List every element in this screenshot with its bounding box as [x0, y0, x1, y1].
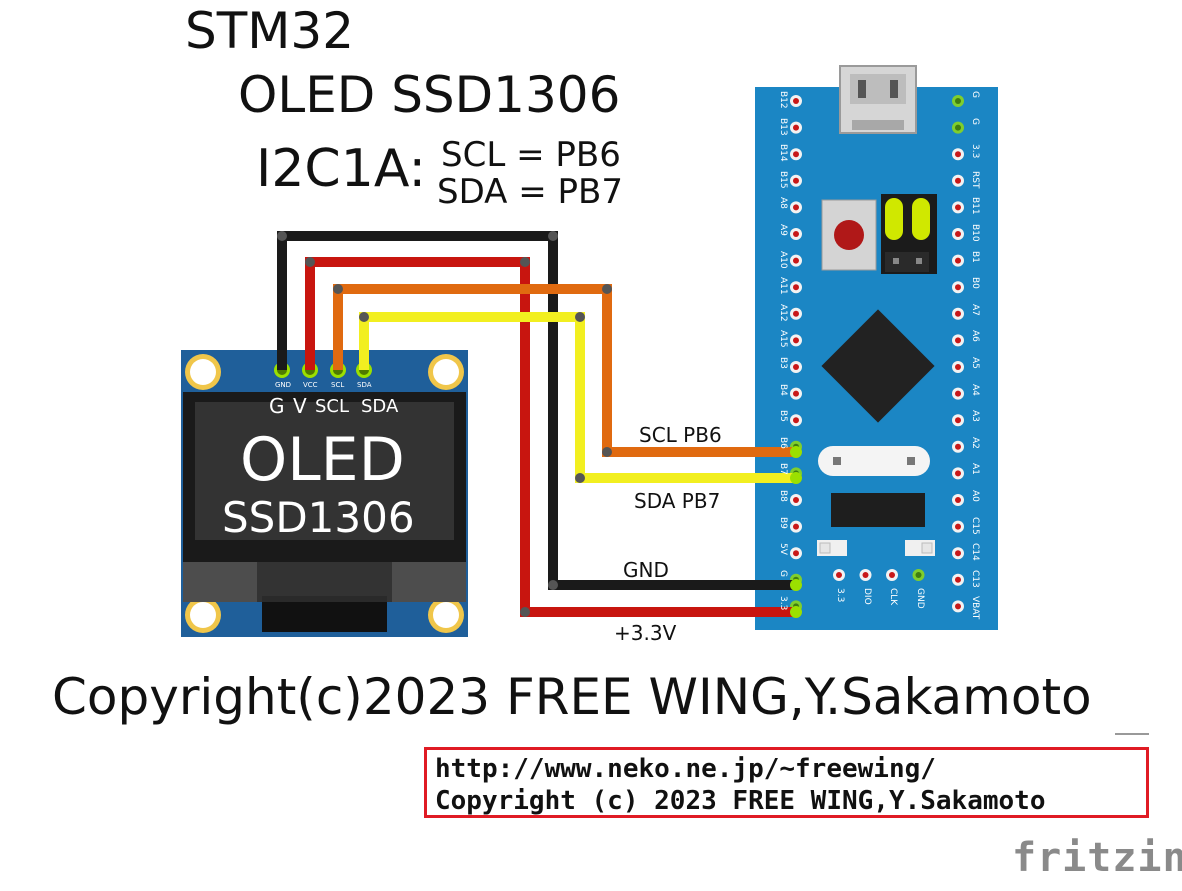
oled-header-sda: SDA [361, 396, 399, 417]
board-pin-label-left: A15 [778, 330, 788, 348]
board-pin-label-left: B6 [778, 436, 788, 449]
board-pin-label-left: A10 [778, 250, 788, 269]
url-box-line2: Copyright (c) 2023 FREE WING,Y.Sakamoto [435, 786, 1046, 816]
divider [1115, 733, 1149, 735]
board-pin-label-right: G [970, 117, 980, 125]
stm32-board [755, 65, 998, 630]
board-pin-label-left: A12 [778, 303, 788, 322]
oled-model: SSD1306 [222, 493, 415, 542]
board-pin-label-left: A11 [778, 277, 788, 295]
title-sda-assignment: SDA = PB7 [437, 172, 623, 212]
board-pin-label-right: A6 [970, 330, 980, 343]
board-pin-label-left: 5V [778, 543, 788, 556]
board-pin-label-left: B14 [778, 144, 788, 162]
board-pin-label-left: B13 [778, 117, 788, 136]
board-pin-label-left: A9 [778, 224, 788, 236]
board-pin-label-right: A4 [970, 383, 980, 396]
board-pin-label-right: B0 [970, 277, 980, 290]
board-pin-label-right: B1 [970, 250, 980, 263]
wire-label-gnd: GND [623, 558, 669, 582]
board-pin-label-right: C15 [970, 516, 980, 535]
board-pin-label-left: A8 [778, 197, 788, 210]
board-pin-label-left: B9 [778, 516, 788, 529]
board-pin-label-right: B11 [970, 197, 980, 216]
oled-pin-label: SCL [331, 381, 345, 389]
wire-label-scl: SCL PB6 [639, 423, 722, 447]
board-pin-label-left: B3 [778, 357, 788, 369]
wires [277, 231, 802, 618]
board-pin-label-right: 3.3 [970, 144, 980, 159]
board-pin-label-right: A2 [970, 436, 980, 449]
board-pin-label-right: A1 [970, 463, 980, 476]
board-pin-label-right: B10 [970, 224, 980, 242]
board-pin-label-left: 3.3 [778, 596, 788, 611]
board-pin-label-left: B12 [778, 91, 788, 109]
oled-header-scl: SCL [315, 396, 350, 417]
oled-pin-label: VCC [303, 381, 318, 389]
board-pin-label-left: B7 [778, 463, 788, 476]
oled-pin-label: GND [275, 381, 292, 389]
oled-header-v: V [293, 394, 307, 418]
board-pin-label-right: A0 [970, 490, 980, 502]
title-bus: I2C1A: [256, 139, 426, 199]
oled-title: OLED [240, 425, 405, 495]
title-scl-assignment: SCL = PB6 [441, 135, 621, 175]
oled-pin-label: SDA [357, 381, 372, 389]
oled-module [181, 350, 468, 637]
board-pin-label-left: B8 [778, 490, 788, 502]
board-pin-label-right: C13 [970, 569, 980, 588]
board-pin-label-left: G [778, 569, 788, 577]
debug-pin-label: CLK [888, 588, 898, 606]
debug-pin-label: 3.3 [835, 588, 845, 603]
debug-pin-label: GND [914, 588, 925, 609]
board-pin-label-right: RST [970, 170, 980, 189]
title-oled: OLED SSD1306 [238, 66, 621, 124]
board-pin-label-right: VBAT [970, 596, 980, 620]
url-box: http://www.neko.ne.jp/~freewing/ Copyrig… [424, 747, 1149, 818]
board-pin-label-right: G [970, 91, 980, 98]
regulator-ic [831, 493, 925, 527]
board-pin-label-right: A7 [970, 303, 980, 316]
fritzing-logo: fritzing [1012, 835, 1182, 881]
board-pin-label-left: B15 [778, 170, 788, 189]
title-stm32: STM32 [185, 2, 355, 60]
debug-pin-label: DIO [861, 588, 872, 605]
oled-flex-cable [262, 598, 387, 632]
crystal [818, 446, 930, 476]
board-pin-label-right: C14 [970, 543, 980, 561]
copyright-text: Copyright(c)2023 FREE WING,Y.Sakamoto [52, 668, 1092, 726]
wire-label-power: +3.3V [614, 621, 677, 645]
oled-header-g: G [269, 394, 285, 418]
board-pin-label-right: A5 [970, 357, 980, 369]
board-pin-label-left: B5 [778, 410, 788, 423]
url-box-line1: http://www.neko.ne.jp/~freewing/ [435, 754, 936, 784]
board-pin-label-right: A3 [970, 410, 980, 423]
wire-label-sda: SDA PB7 [634, 489, 721, 513]
board-pin-label-left: B4 [778, 383, 788, 396]
